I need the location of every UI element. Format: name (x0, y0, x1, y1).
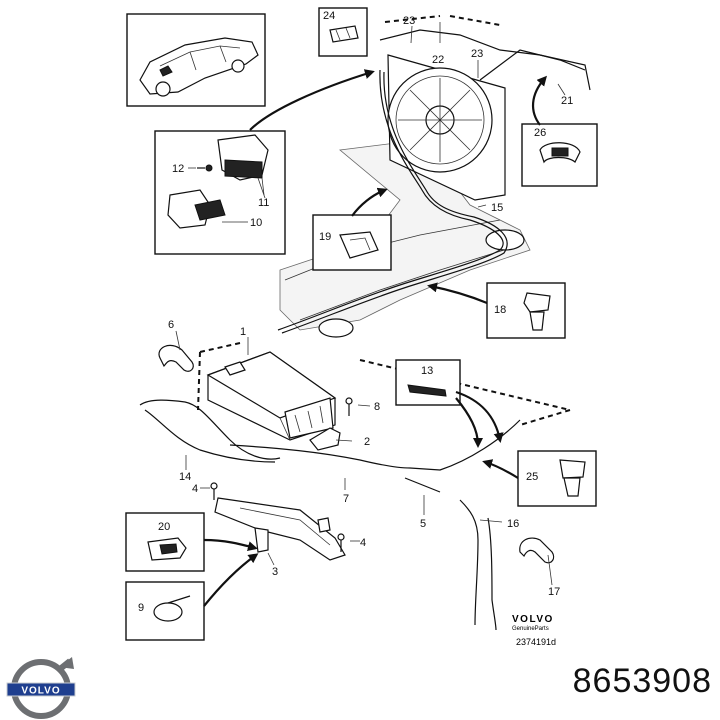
label-2: 2 (364, 436, 370, 448)
label-15: 15 (491, 202, 503, 214)
genuine-parts-mark: VOLVO GenuineParts 2374191d (512, 614, 556, 647)
screw-4-lower-icon (337, 533, 345, 552)
part-labels: 1 2 3 4 4 5 6 7 8 9 10 11 12 13 14 15 16… (138, 10, 573, 614)
label-12: 12 (172, 163, 184, 175)
car-overview-inset (126, 13, 266, 107)
detail-box-13 (395, 359, 461, 406)
screw-4-upper-icon (210, 482, 218, 500)
label-20: 20 (158, 521, 170, 533)
radiator-fan (387, 54, 506, 201)
label-4-upper: 4 (192, 483, 198, 495)
screw-8-icon (345, 397, 353, 416)
volvo-logo: VOLVO (6, 657, 76, 719)
label-4-lower: 4 (360, 537, 366, 549)
label-17: 17 (548, 586, 560, 598)
label-7: 7 (343, 493, 349, 505)
genuine-parts-text: GenuineParts (512, 626, 549, 632)
label-24: 24 (323, 10, 335, 22)
detail-box-10-11-12 (154, 130, 286, 255)
detail-box-9 (125, 581, 205, 641)
label-23-mid: 23 (471, 48, 483, 60)
carbon-canister (206, 351, 337, 441)
leader-arrows (203, 69, 547, 607)
label-19: 19 (319, 231, 331, 243)
detail-box-26 (521, 123, 598, 187)
upper-dashed-outline (384, 15, 501, 26)
assembly-outline (197, 342, 571, 426)
label-25: 25 (526, 471, 538, 483)
label-21: 21 (561, 95, 573, 107)
logo-text: VOLVO (21, 686, 60, 697)
drawing-code: 2374191d (516, 637, 556, 647)
bracket-2 (309, 427, 341, 451)
detail-box-24 (318, 7, 368, 57)
hose-6 (158, 344, 194, 372)
label-10: 10 (250, 217, 262, 229)
label-18: 18 (494, 304, 506, 316)
detail-box-20 (125, 512, 205, 572)
label-11: 11 (258, 197, 269, 209)
vapour-lines (139, 29, 591, 631)
volvo-wordmark: VOLVO (512, 614, 554, 625)
label-22: 22 (432, 54, 444, 66)
detail-box-18 (486, 282, 566, 339)
part-number: 8653908 (572, 662, 712, 700)
label-3: 3 (272, 566, 278, 578)
label-1: 1 (240, 326, 246, 338)
label-14: 14 (179, 471, 191, 483)
label-13: 13 (421, 365, 433, 377)
label-26: 26 (534, 127, 546, 139)
label-16: 16 (507, 518, 519, 530)
car-icon (139, 37, 259, 97)
label-23-top: 23 (403, 15, 415, 27)
bracket-3 (214, 497, 346, 561)
label-6: 6 (168, 319, 174, 331)
label-5: 5 (420, 518, 426, 530)
label-8: 8 (374, 401, 380, 413)
label-9: 9 (138, 602, 144, 614)
body-floor-panel (279, 139, 531, 338)
hose-17 (519, 537, 555, 564)
detail-box-25 (517, 450, 597, 507)
callout-lines (175, 22, 566, 586)
